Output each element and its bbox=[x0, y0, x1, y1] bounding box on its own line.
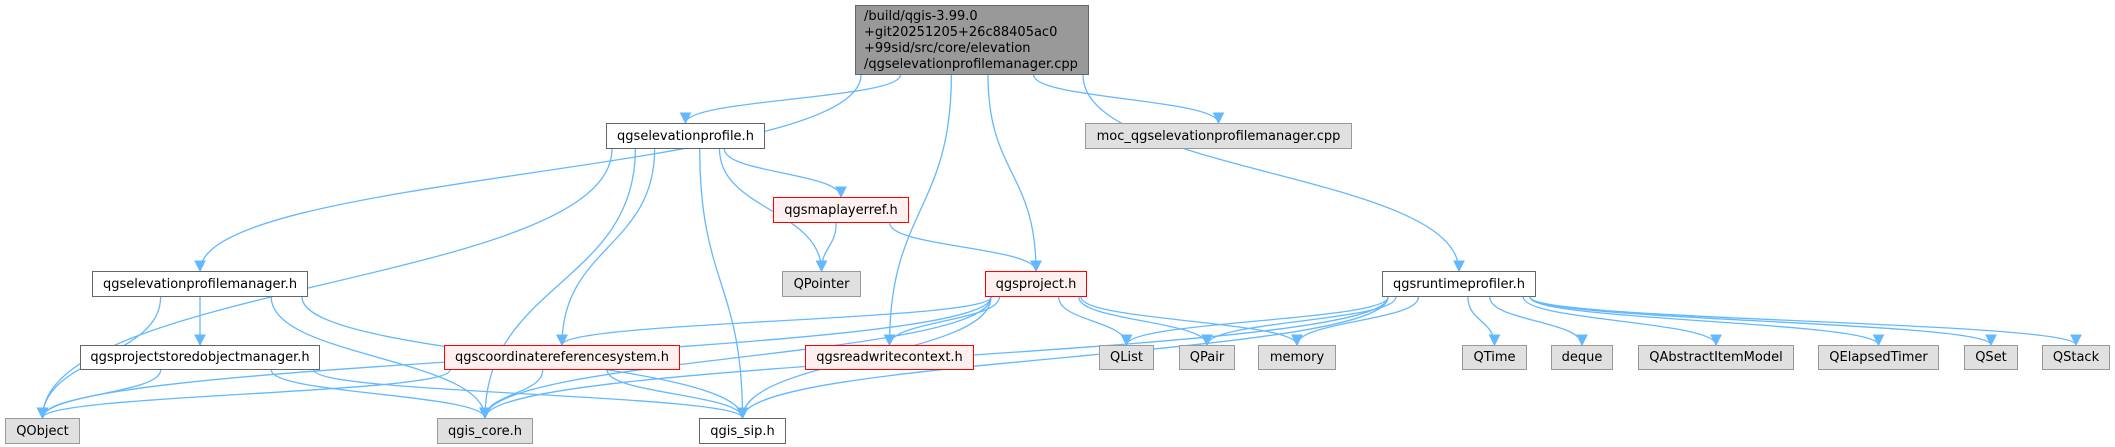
edge-qgsruntimeprofiler_h-to-qgis_sip_h bbox=[736, 296, 1389, 420]
edge-qgselevationprofile_h-to-qgis_core_h bbox=[479, 148, 637, 420]
edge-root-to-qgsproject_h bbox=[987, 74, 1042, 273]
edge-qgsproject_h-to-qgis_core_h bbox=[479, 296, 992, 420]
edge-qgsruntimeprofiler_h-to-QPair bbox=[1201, 296, 1397, 347]
edge-qgsproject_h-to-QList bbox=[1057, 296, 1133, 347]
root-line: +git20251205+26c88405ac0 bbox=[864, 25, 1058, 40]
edge-qgsruntimeprofiler_h-to-deque bbox=[1489, 296, 1588, 347]
root-line: /qgselevationprofilemanager.cpp bbox=[864, 57, 1078, 72]
node-qelapsedtimer: QElapsedTimer bbox=[1818, 345, 1939, 370]
root-file-node: /build/qgis-3.99.0 +git20251205+26c88405… bbox=[855, 5, 1089, 75]
node-qstack: QStack bbox=[2042, 345, 2110, 370]
edge-qgsproject_h-to-memory bbox=[1080, 296, 1303, 347]
node-qgscoordinatereferencesystem-h[interactable]: qgscoordinatereferencesystem.h bbox=[444, 345, 680, 370]
node-qgsprojectstoredobjectmanager-h[interactable]: qgsprojectstoredobjectmanager.h bbox=[80, 345, 320, 370]
node-qgselevationprofilemanager-h[interactable]: qgselevationprofilemanager.h bbox=[92, 271, 308, 297]
edge-qgsproject_h-to-qgscoordinatereferencesystem_h bbox=[556, 296, 992, 347]
edge-qgsruntimeprofiler_h-to-QAbstractItemModel bbox=[1522, 296, 1722, 347]
node-qgsruntimeprofiler-h[interactable]: qgsruntimeprofiler.h bbox=[1382, 271, 1536, 297]
node-qtime: QTime bbox=[1462, 345, 1527, 370]
node-deque: deque bbox=[1551, 345, 1613, 370]
edge-root-to-qgsreadwritecontext_h bbox=[883, 74, 953, 347]
node-moc-cpp: moc_qgselevationprofilemanager.cpp bbox=[1085, 123, 1352, 149]
node-qgselevationprofile-h[interactable]: qgselevationprofile.h bbox=[606, 123, 765, 149]
node-qabstractitemmodel: QAbstractItemModel bbox=[1638, 345, 1794, 370]
edge-qgsruntimeprofiler_h-to-QElapsedTimer bbox=[1529, 296, 1885, 347]
edge-qgsprojectstoredobjectmanager_h-to-qgis_core_h bbox=[270, 369, 491, 420]
edge-qgsprojectstoredobjectmanager_h-to-qgis_sip_h bbox=[313, 369, 749, 420]
edge-qgsmaplayerref_h-to-QPointer bbox=[815, 222, 837, 273]
node-qgsreadwritecontext-h[interactable]: qgsreadwritecontext.h bbox=[805, 345, 974, 370]
edge-qgsmaplayerref_h-to-qgsproject_h bbox=[889, 222, 1042, 273]
node-memory: memory bbox=[1258, 345, 1336, 370]
edge-qgselevationprofile_h-to-QPointer bbox=[718, 148, 828, 273]
node-qobject: QObject bbox=[5, 418, 80, 444]
edge-root-to-qgsruntimeprofiler_h bbox=[1082, 74, 1465, 273]
edge-qgsruntimeprofiler_h-to-QTime bbox=[1467, 296, 1501, 347]
edge-root-to-qgselevationprofilemanager_h bbox=[194, 74, 862, 273]
node-qlist: QList bbox=[1099, 345, 1154, 370]
edge-qgscoordinatereferencesystem_h-to-QObject bbox=[36, 369, 451, 420]
node-qset: QSet bbox=[1964, 345, 2018, 370]
node-qpair: QPair bbox=[1179, 345, 1235, 370]
edge-qgselevationprofile_h-to-qgis_sip_h bbox=[699, 148, 749, 420]
root-line: /build/qgis-3.99.0 bbox=[864, 9, 978, 24]
edge-root-to-moc_cpp bbox=[1032, 74, 1225, 125]
edge-qgselevationprofilemanager_h-to-qgis_core_h bbox=[270, 296, 491, 420]
edge-qgselevationprofile_h-to-qgsmaplayerref_h bbox=[723, 148, 847, 199]
node-qgsproject-h[interactable]: qgsproject.h bbox=[985, 271, 1087, 297]
edge-root-to-qgselevationprofile_h bbox=[679, 74, 902, 125]
edge-qgselevationprofile_h-to-qgscoordinatereferencesystem_h bbox=[556, 148, 656, 347]
edge-qgselevationprofile_h-to-QObject bbox=[36, 148, 613, 420]
edge-qgsruntimeprofiler_h-to-QList bbox=[1120, 296, 1389, 347]
node-qgis-sip-h[interactable]: qgis_sip.h bbox=[699, 418, 786, 444]
edge-qgsruntimeprofiler_h-to-QStack bbox=[1529, 296, 2082, 347]
node-qpointer: QPointer bbox=[782, 271, 861, 297]
node-qgis-core-h: qgis_core.h bbox=[437, 418, 533, 444]
edge-qgsruntimeprofiler_h-to-QSet bbox=[1529, 296, 1997, 347]
edge-qgsruntimeprofiler_h-to-memory bbox=[1291, 296, 1420, 347]
node-qgsmaplayerref-h[interactable]: qgsmaplayerref.h bbox=[773, 197, 909, 223]
root-line: +99sid/src/core/elevation bbox=[864, 41, 1031, 56]
edge-qgsproject_h-to-qgsreadwritecontext_h bbox=[883, 296, 1001, 347]
